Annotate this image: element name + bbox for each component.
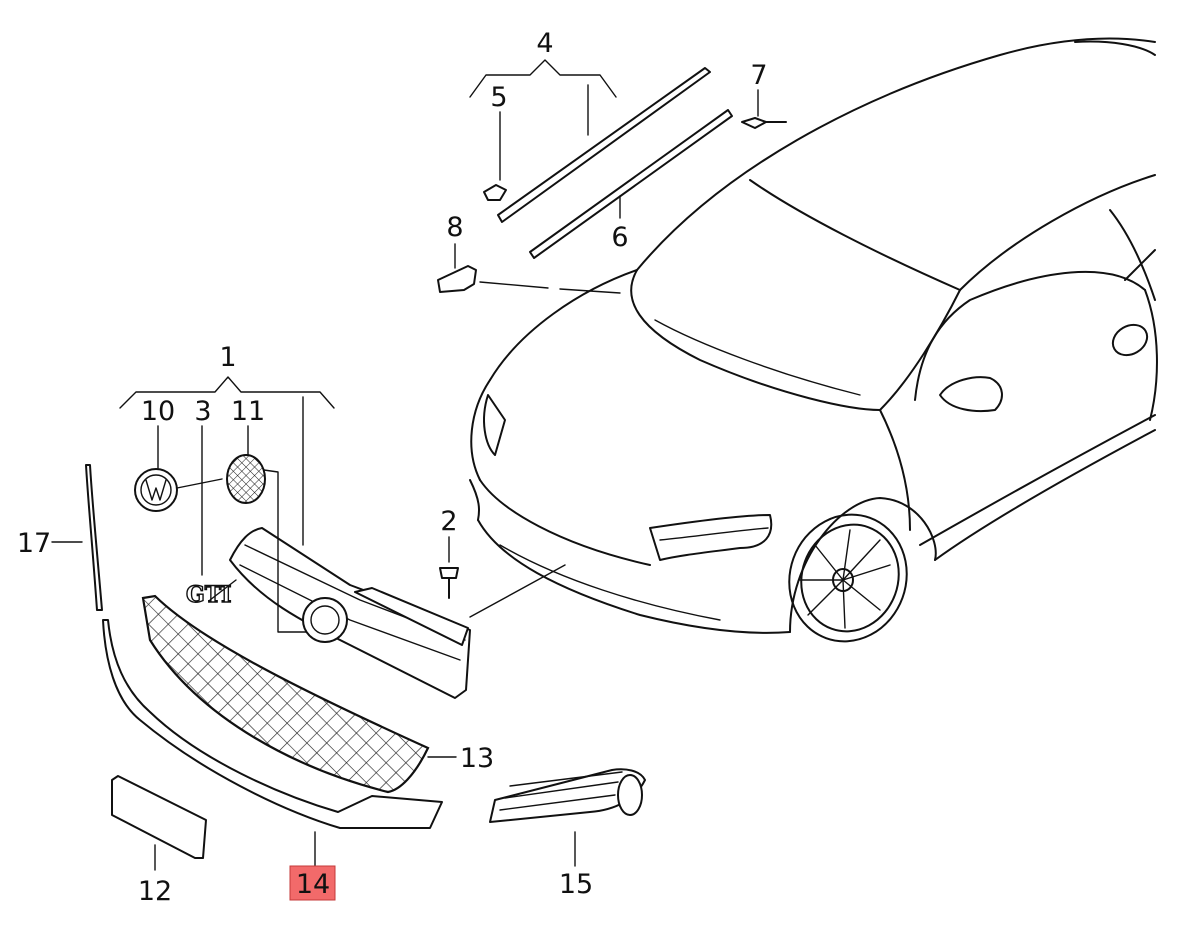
gti-badge-part: GTI xyxy=(185,581,232,608)
callout-2[interactable]: 2 xyxy=(440,506,457,537)
callout-7[interactable]: 7 xyxy=(750,60,767,91)
car-body xyxy=(469,37,1158,643)
callout-11[interactable]: 11 xyxy=(231,396,265,427)
side-strip-part xyxy=(85,464,103,611)
callout-3[interactable]: 3 xyxy=(194,396,211,427)
callout-6[interactable]: 6 xyxy=(611,222,628,253)
bolt-part xyxy=(741,117,787,129)
svg-text:GTI: GTI xyxy=(186,582,231,608)
callout-4[interactable]: 4 xyxy=(536,28,553,59)
callout-5[interactable]: 5 xyxy=(490,82,507,113)
leader-lines xyxy=(51,59,759,871)
callout-labels: 4 5 6 7 8 1 10 3 11 2 17 13 14 12 15 xyxy=(17,28,768,907)
clip-part xyxy=(483,184,507,201)
emblem-part xyxy=(134,468,178,512)
plate-bracket-part xyxy=(111,775,207,859)
lower-grille-part xyxy=(141,594,430,794)
callout-10[interactable]: 10 xyxy=(141,396,175,427)
highlight-box-14 xyxy=(289,865,336,901)
upper-grille-part xyxy=(229,527,471,699)
callout-15[interactable]: 15 xyxy=(559,869,593,900)
mesh-badge-part xyxy=(226,454,266,504)
callout-14[interactable]: 14 xyxy=(296,869,330,900)
callout-17[interactable]: 17 xyxy=(17,528,51,559)
bracket-part xyxy=(437,265,477,293)
bumper-trim-part xyxy=(102,619,443,829)
fog-grille-part xyxy=(489,768,646,823)
callout-8[interactable]: 8 xyxy=(446,212,463,243)
callout-12[interactable]: 12 xyxy=(138,876,172,907)
screw-part xyxy=(439,567,459,599)
callout-13[interactable]: 13 xyxy=(460,743,494,774)
roof-molding-part xyxy=(497,67,733,259)
callout-1[interactable]: 1 xyxy=(219,342,236,373)
